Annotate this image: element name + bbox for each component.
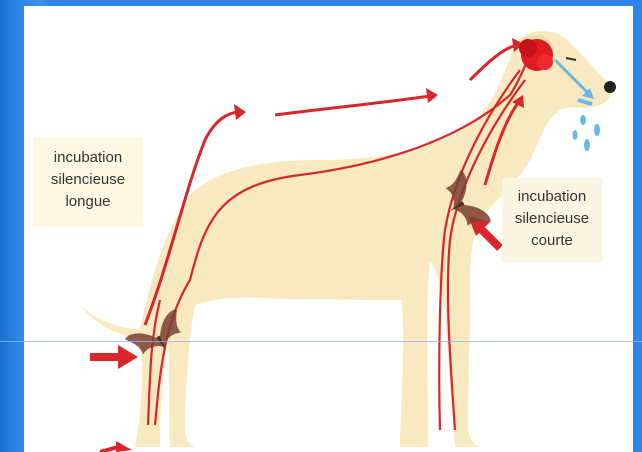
short-incubation-label: incubation silencieuse courte [502, 178, 602, 262]
label-line: courte [502, 230, 602, 252]
arrow-back-middle [275, 96, 430, 115]
label-line: longue [33, 191, 143, 213]
arrow-icon [234, 104, 246, 120]
label-line: incubation [502, 186, 602, 208]
label-line: silencieuse [502, 208, 602, 230]
arrow-icon [426, 88, 438, 103]
bite-arrow-back-leg [90, 345, 138, 369]
arrow-icon [118, 345, 138, 369]
bite-arrow-bottom [100, 441, 132, 452]
label-line: silencieuse [33, 169, 143, 191]
long-incubation-label: incubation silencieuse longue [33, 137, 143, 227]
slide-divider-line [0, 341, 642, 342]
dog-nose [604, 81, 616, 93]
label-line: incubation [33, 147, 143, 169]
arrow-heads [234, 38, 524, 120]
